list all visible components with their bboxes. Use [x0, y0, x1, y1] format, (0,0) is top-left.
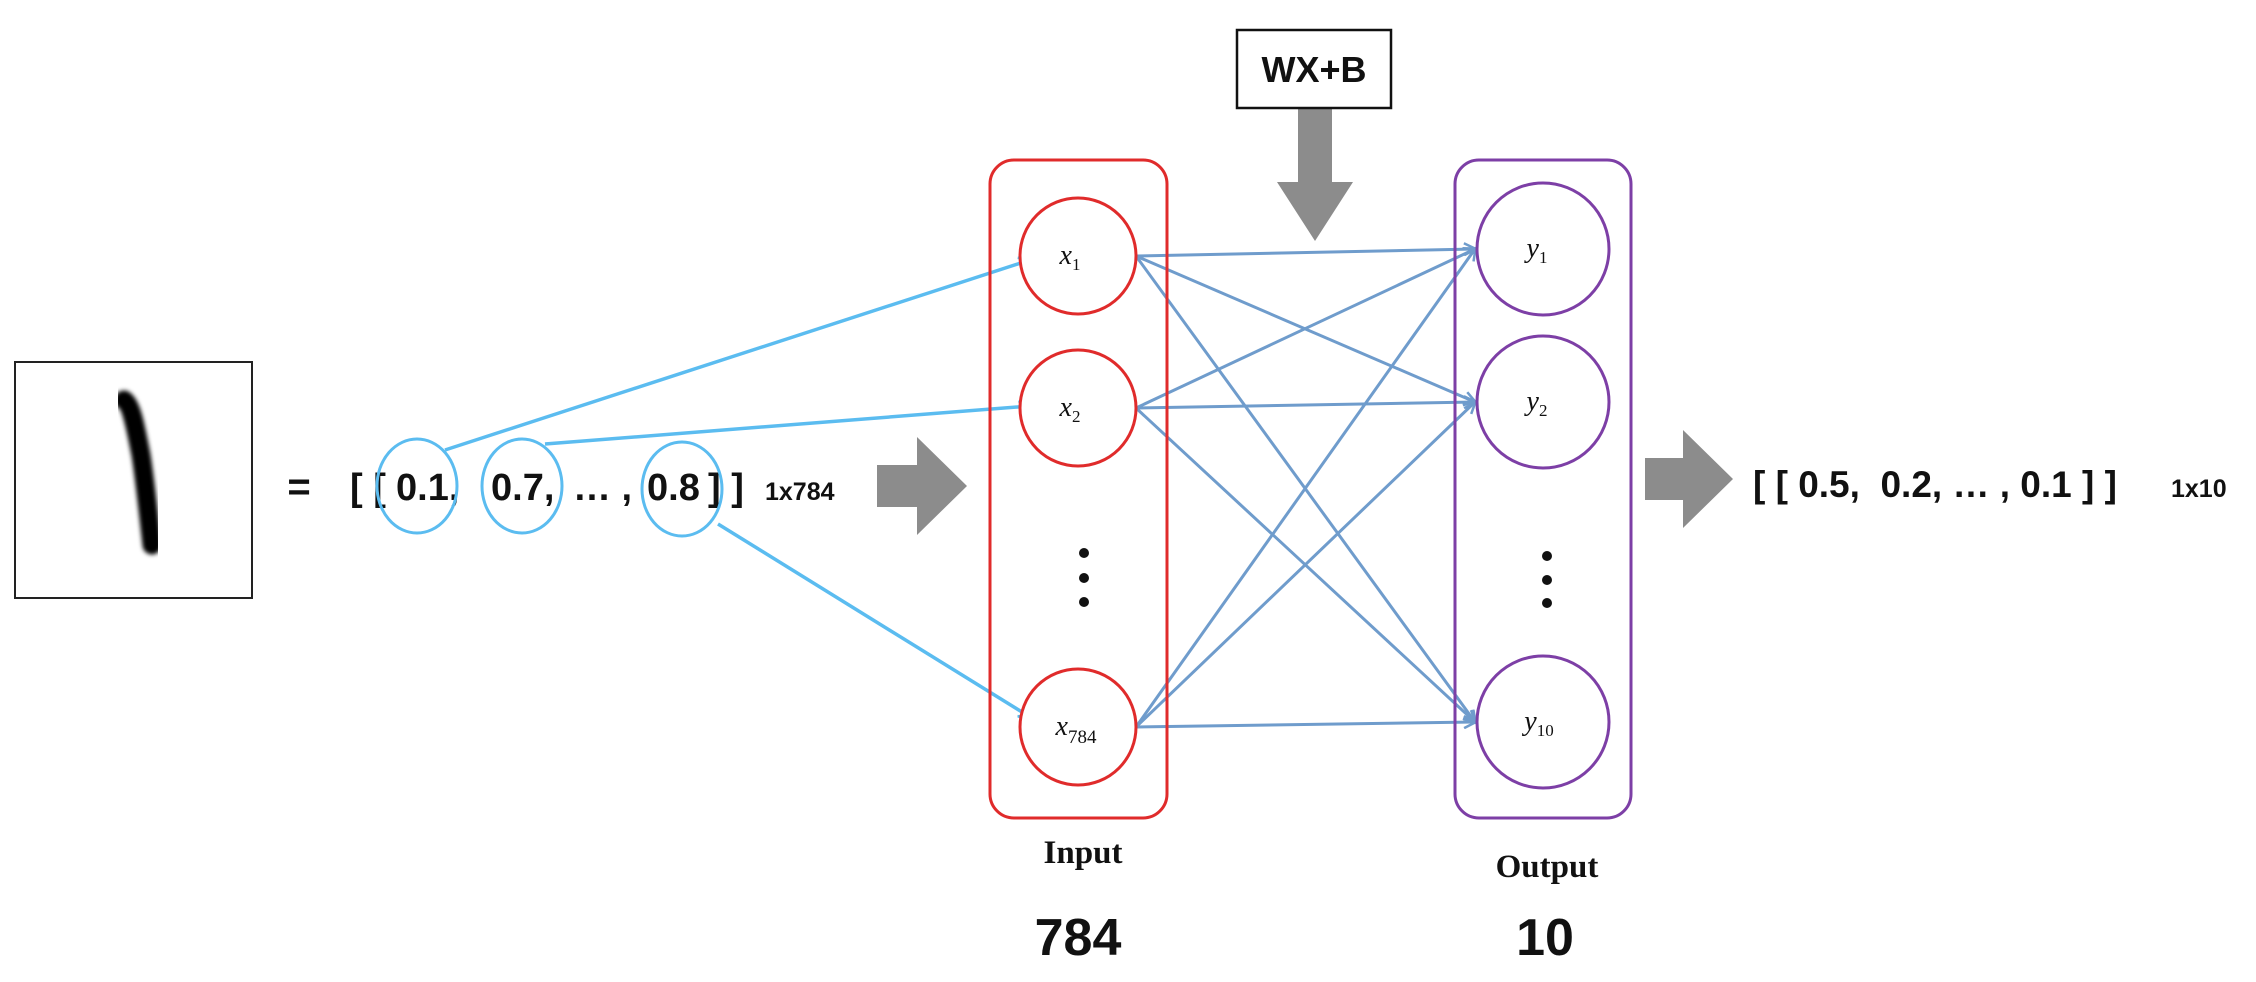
- input-node-2-sub: 2: [1072, 407, 1081, 426]
- connection-3-2: [1134, 402, 1475, 729]
- input-node-3-var: x: [1055, 711, 1069, 742]
- connection-3-1: [1134, 249, 1475, 728]
- connection-3-3: [1135, 722, 1475, 727]
- input-node-3: x784: [1018, 667, 1138, 787]
- handwritten-digit-one-icon: [114, 390, 162, 555]
- connection-2-1: [1135, 249, 1475, 410]
- output-node-1-var: y: [1524, 233, 1540, 264]
- input-node-2: x2: [1018, 348, 1138, 468]
- output-node-1: y1: [1475, 181, 1611, 317]
- input-node-1-sub: 1: [1072, 255, 1081, 274]
- svg-text:x1: x1: [1059, 240, 1081, 274]
- svg-text:y1: y1: [1524, 233, 1548, 267]
- output-node-2: y2: [1475, 334, 1611, 470]
- output-layer-box: [1453, 158, 1633, 820]
- input-layer-label: Input: [1044, 835, 1123, 871]
- input-node-3-sub: 784: [1068, 727, 1097, 748]
- input-node-2-var: x: [1059, 392, 1073, 423]
- output-vector-shape: 1x10: [2171, 475, 2227, 503]
- input-node-1: x1: [1018, 196, 1138, 316]
- output-layer: y1 y2 y10 Output 10: [1453, 158, 1633, 967]
- output-flow-arrow-icon: [1645, 430, 1733, 528]
- output-node-2-var: y: [1524, 386, 1540, 417]
- output-node-3-sub: 10: [1537, 721, 1554, 740]
- input-vector-shape: 1x784: [765, 478, 835, 506]
- output-node-3-var: y: [1521, 706, 1537, 737]
- output-layer-label: Output: [1496, 849, 1599, 885]
- highlight-ellipse-3: [640, 440, 724, 538]
- highlight-ellipse-1: [375, 437, 459, 535]
- output-node-3: y10: [1475, 654, 1611, 790]
- layer-connections: [1134, 249, 1475, 729]
- digit-image: [14, 361, 253, 599]
- formula-box: WX+B: [1235, 28, 1393, 110]
- value-highlights: [375, 437, 724, 538]
- input-flow-arrow-icon: [877, 437, 967, 535]
- input-layer: x1 x2 x784 Input 784: [988, 158, 1169, 967]
- output-layer-count: 10: [1516, 909, 1574, 967]
- mapping-arrow-3: [717, 522, 1030, 717]
- formula-down-arrow-icon: [1277, 108, 1353, 241]
- connection-1-1: [1135, 249, 1475, 258]
- mapping-arrow-2: [544, 406, 1030, 446]
- output-vdots-icon: [1542, 551, 1552, 608]
- input-layer-box: [988, 158, 1169, 820]
- input-vector-value-3: 0.8: [647, 467, 700, 509]
- input-vector-close: ] ]: [708, 467, 744, 509]
- svg-text:y10: y10: [1521, 706, 1553, 740]
- input-vector-value-1: 0.1,: [396, 467, 459, 509]
- highlight-ellipse-2: [480, 437, 564, 535]
- input-vector-value-2: 0.7,: [491, 467, 554, 509]
- output-vector: [ [ 0.5, 0.2, … , 0.1 ] ] 1x10: [1753, 464, 2227, 505]
- svg-text:x784: x784: [1055, 711, 1097, 748]
- output-node-1-sub: 1: [1539, 248, 1548, 267]
- svg-text:x2: x2: [1059, 392, 1081, 426]
- input-vector: [ [ 0.1, 0.7, … , 0.8 ] ] 1x784: [350, 467, 835, 509]
- equals-sign: =: [287, 465, 310, 509]
- input-vdots-icon: [1079, 548, 1089, 607]
- svg-text:y2: y2: [1524, 386, 1548, 420]
- formula-text: WX+B: [1261, 49, 1366, 90]
- mapping-arrow-1: [444, 260, 1030, 452]
- output-node-2-sub: 2: [1539, 401, 1548, 420]
- input-layer-count: 784: [1035, 909, 1122, 967]
- input-node-1-var: x: [1059, 240, 1073, 271]
- connection-2-2: [1135, 402, 1475, 410]
- flow-arrows: [877, 108, 1733, 535]
- output-vector-values: [ [ 0.5, 0.2, … , 0.1 ] ]: [1753, 464, 2117, 505]
- input-vector-ellipsis: … ,: [573, 467, 632, 509]
- value-to-node-arrows: [444, 260, 1030, 717]
